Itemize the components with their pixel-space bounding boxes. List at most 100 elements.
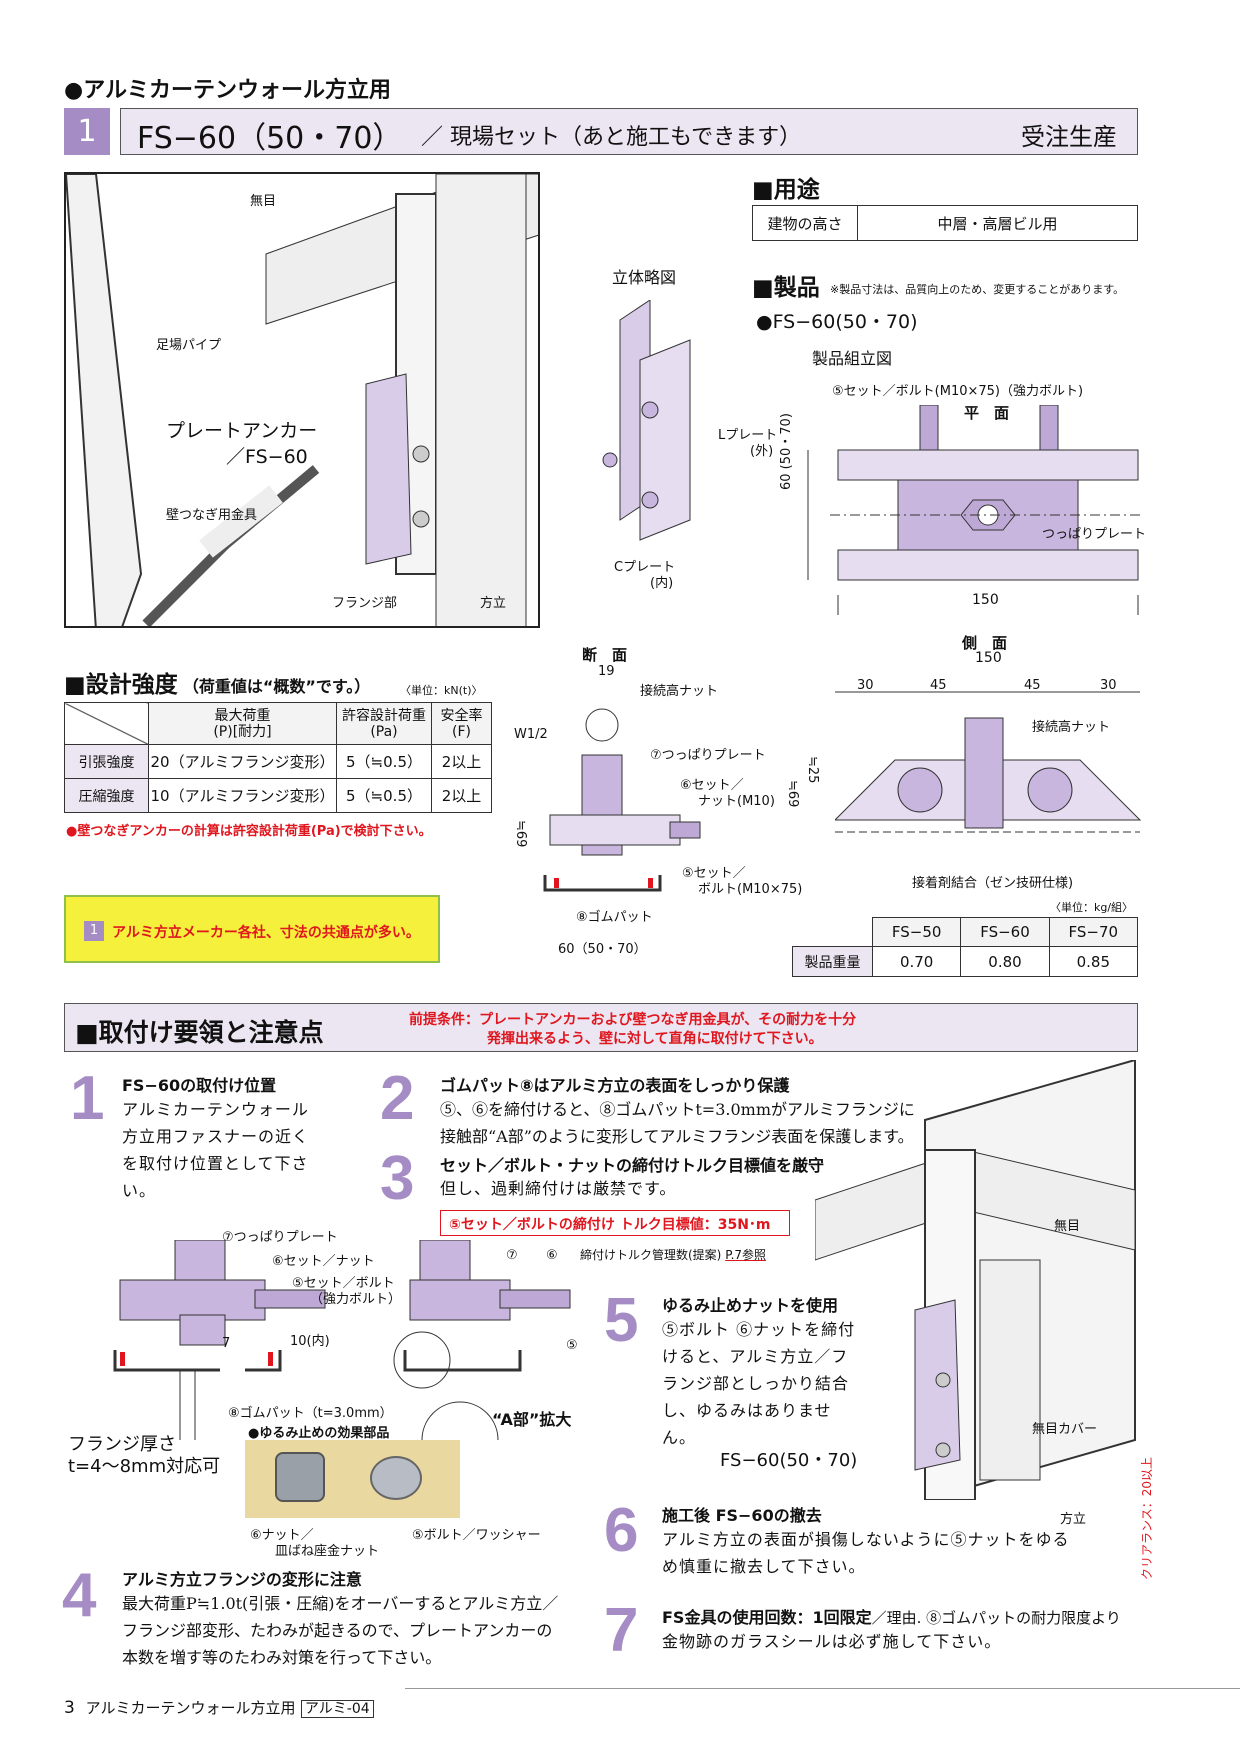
step-number: 1	[70, 1064, 105, 1133]
strength-heading: ■設計強度	[64, 672, 178, 698]
label-post: 方立	[480, 596, 507, 611]
product-model: ●FS−60(50・70)	[756, 311, 918, 333]
footer-title: アルミカーテンウォール方立用	[85, 1699, 296, 1717]
strength-heading-wrap: ■設計強度 （荷重値は“概数”です。）	[64, 665, 370, 699]
section-set-nut2: ナット(M10)	[698, 794, 775, 809]
step-title: 施工後 FS−60の撤去	[662, 1506, 822, 1525]
step-title: ゆるみ止めナットを使用	[662, 1296, 839, 1315]
torque-ref-link[interactable]: P.7参照	[725, 1248, 767, 1262]
diag-bolt-label: ⑤セット／ボルト	[292, 1276, 395, 1291]
label-l-plate: Lプレート	[718, 428, 778, 443]
label-mumoku: 無目	[250, 194, 277, 209]
step-number: 7	[604, 1596, 639, 1665]
step-body: アルミ方立の表面が損傷しないように⑤ナットをゆるめ慎重に撤去して下さい。	[662, 1530, 1070, 1576]
plan-plate-label: つっぱりプレート	[1042, 527, 1147, 542]
side-nut-label: 接続高ナット	[1032, 720, 1111, 735]
empty-cell	[792, 917, 873, 947]
assembly-title: 製品組立図	[812, 349, 893, 368]
section-dim-19: 19	[598, 664, 615, 679]
install-header: ■取付け要領と注意点 前提条件：プレートアンカーおよび壁つなぎ用金具が、その耐力…	[64, 1003, 1138, 1052]
diag-nut-label: ⑥セット／ナット	[272, 1254, 375, 1269]
step-body: ⑤ボルト ⑥ナットを締付けると、アルミ方立／フランジ部としっかり結合し、ゆるみは…	[662, 1320, 856, 1447]
col-max: 最大荷重 (P)[耐力]	[148, 702, 337, 745]
sketch-drawing	[602, 300, 691, 541]
install-heading: ■取付け要領と注意点	[75, 1018, 324, 1047]
diag-dim-10: 10(内)	[290, 1334, 330, 1349]
page-number: 3	[64, 1698, 75, 1718]
col-fs60: FS−60	[960, 917, 1050, 947]
callout-text: アルミ方立メーカー各社、寸法の共通点が多い。	[112, 925, 420, 941]
plan-drawing	[807, 405, 1140, 615]
diag-pad-label: ⑧ゴムパット（t=3.0mm）	[228, 1406, 393, 1421]
installed-illustration	[815, 1060, 1136, 1500]
step-body: アルミカーテンウォール方立用ファスナーの近くを取付け位置として下さい。	[122, 1100, 310, 1200]
step-body: ⑤、⑥を締付けると、⑧ゴムパットt=3.0mmがアルミフランジに接触部“A部”の…	[440, 1100, 915, 1146]
cell-weight: 0.85	[1048, 946, 1139, 977]
step-body: 但し、過剰締付けは厳禁です。	[440, 1179, 677, 1198]
step-title: ゴムパット⑧はアルミ方立の表面をしっかり保護	[440, 1076, 790, 1095]
side-dim-69: ≒69	[785, 780, 800, 808]
washer-image	[370, 1456, 422, 1500]
section-view-label: 断 面	[582, 646, 628, 664]
installation-drawing	[66, 174, 538, 626]
order-badge: 受注生産	[1021, 123, 1117, 151]
illus-post: 方立	[1060, 1512, 1087, 1527]
table-row: 引張強度 20（アルミフランジ変形） 5（≒0.5） 2以上	[64, 744, 492, 779]
step-number: 2	[380, 1064, 415, 1133]
product-subtitle: ／ 現場セット（あと施工もできます）	[421, 125, 802, 150]
section-plate-label: ⑦つっぱりプレート	[650, 748, 766, 763]
clearance-label: クリアランス：20以上	[1140, 1456, 1154, 1580]
side-view-label: 側 面	[962, 634, 1008, 652]
col-f: 安全率 (F)	[431, 702, 492, 745]
cell-weight: 0.70	[871, 946, 962, 977]
cell-max: 20（アルミフランジ変形）	[148, 744, 337, 779]
step-title: FS−60の取付け位置	[122, 1076, 277, 1095]
torque-ref-text: 締付けトルク管理数(提案)	[580, 1248, 722, 1262]
section-set-nut: ⑥セット／	[680, 778, 744, 793]
torque-ref: 締付けトルク管理数(提案) P.7参照	[580, 1246, 766, 1263]
section-dim-w: 60（50・70）	[558, 942, 647, 957]
label-wall-tie: 壁つなぎ用金具	[166, 508, 258, 523]
footer-rule	[405, 1688, 1240, 1689]
torque-target: ⑤セット／ボルトの締付け トルク目標値：35N･m	[440, 1210, 790, 1236]
label-flange: フランジ部	[332, 596, 398, 611]
section-drawing	[543, 708, 701, 892]
diag-plate-label: ⑦つっぱりプレート	[222, 1230, 338, 1245]
cell-max: 10（アルミフランジ変形）	[148, 778, 337, 813]
weight-table: FS−50 FS−60 FS−70 製品重量 0.70 0.80 0.85	[792, 917, 1139, 977]
side-dim-25: ≒25	[805, 756, 820, 784]
side-dim-4: 30	[1100, 678, 1117, 693]
footer: 3 アルミカーテンウォール方立用 アルミ-04	[64, 1697, 374, 1718]
section-set-bolt2: ボルト(M10×75)	[698, 882, 803, 897]
product-title: FS−60（50・70）	[137, 121, 403, 156]
col-pa: 許容設計荷重 (Pa)	[336, 702, 432, 745]
diag-c5: ⑤	[566, 1338, 578, 1353]
usage-table: 建物の高さ中層・高層ビル用	[752, 205, 1138, 241]
callout-badge: 1	[84, 921, 104, 941]
step-number: 3	[380, 1144, 415, 1213]
cell-pa: 5（≒0.5）	[336, 744, 432, 779]
diag-dim-7: 7	[222, 1336, 231, 1351]
side-dim-total: 150	[975, 650, 1002, 666]
sketch-title: 立体略図	[612, 268, 677, 287]
strength-unit: 〈単位：kN(t)〉	[400, 684, 483, 697]
table-row: 圧縮強度 10（アルミフランジ変形） 5（≒0.5） 2以上	[64, 778, 492, 813]
diag-bolt-label2: （強力ボルト）	[310, 1292, 402, 1307]
step-title: セット／ボルト・ナットの締付けトルク目標値を厳守	[440, 1156, 825, 1175]
illus-model-label: FS−60(50・70)	[720, 1450, 858, 1471]
step-title: FS金具の使用回数：1回限定	[662, 1608, 872, 1627]
part-bolt-label: ⑤ボルト／ワッシャー	[412, 1528, 541, 1543]
section-dim-69: ≒69	[513, 820, 528, 848]
parts-photo	[245, 1440, 460, 1518]
installation-illustration: 無目 足場パイプ プレートアンカー ／FS−60 壁つなぎ用金具 フランジ部 方…	[64, 172, 540, 628]
part-nut-label: ⑥ナット／	[250, 1528, 314, 1543]
label-fs60: ／FS−60	[226, 446, 308, 468]
step-number: 6	[604, 1496, 639, 1565]
section-pad-label: ⑧ゴムパット	[576, 910, 653, 925]
plan-bolt-label: ⑤セット／ボルト(M10×75)（強力ボルト)	[832, 384, 1084, 399]
plan-dim-h: 60 (50・70)	[779, 413, 794, 490]
section-badge: 1	[64, 108, 110, 155]
usage-label: 建物の高さ	[752, 205, 858, 241]
plan-dim-w: 150	[972, 592, 999, 608]
corner-cell	[64, 702, 149, 745]
